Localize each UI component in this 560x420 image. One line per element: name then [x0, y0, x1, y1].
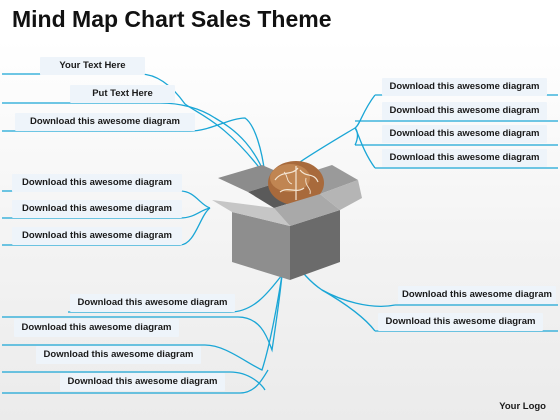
connector-bottom-left-2 — [2, 274, 283, 353]
node-mid-left-3: Download this awesome diagram — [12, 227, 182, 245]
node-top-right-2: Download this awesome diagram — [382, 102, 547, 120]
connector-top-left-2 — [2, 102, 266, 176]
connector-bottom-right-2 — [321, 289, 558, 332]
node-mid-left-2: Download this awesome diagram — [12, 200, 182, 218]
title-bar: Mind Map Chart Sales Theme — [0, 0, 560, 40]
node-bottom-left-3: Download this awesome diagram — [36, 346, 201, 364]
connector-bottom-left-4 — [2, 371, 266, 391]
logo-text: Your Logo — [499, 401, 546, 412]
node-top-left-3: Download this awesome diagram — [15, 113, 195, 131]
node-bottom-left-4: Download this awesome diagram — [60, 373, 225, 391]
node-top-right-3: Download this awesome diagram — [382, 125, 547, 143]
node-top-left-1: Your Text Here — [40, 57, 145, 75]
connector-top-right-4 — [354, 127, 558, 169]
node-bottom-left-2: Download this awesome diagram — [14, 319, 179, 337]
connector-top-left-3 — [2, 117, 266, 176]
connector-top-left-1 — [2, 73, 266, 176]
connector-bottom-left-4b — [2, 369, 269, 394]
page-title: Mind Map Chart Sales Theme — [12, 6, 332, 32]
brain-icon — [268, 161, 324, 205]
node-mid-left-1: Download this awesome diagram — [12, 174, 182, 192]
node-top-left-2: Put Text Here — [70, 85, 175, 103]
connector-bottom-left-3 — [2, 274, 283, 371]
node-bottom-right-1: Download this awesome diagram — [398, 286, 556, 304]
node-bottom-left-1: Download this awesome diagram — [70, 294, 235, 312]
node-top-right-4: Download this awesome diagram — [382, 149, 547, 167]
node-bottom-right-2: Download this awesome diagram — [378, 313, 543, 331]
node-top-right-1: Download this awesome diagram — [382, 78, 547, 96]
center-box — [212, 161, 362, 280]
